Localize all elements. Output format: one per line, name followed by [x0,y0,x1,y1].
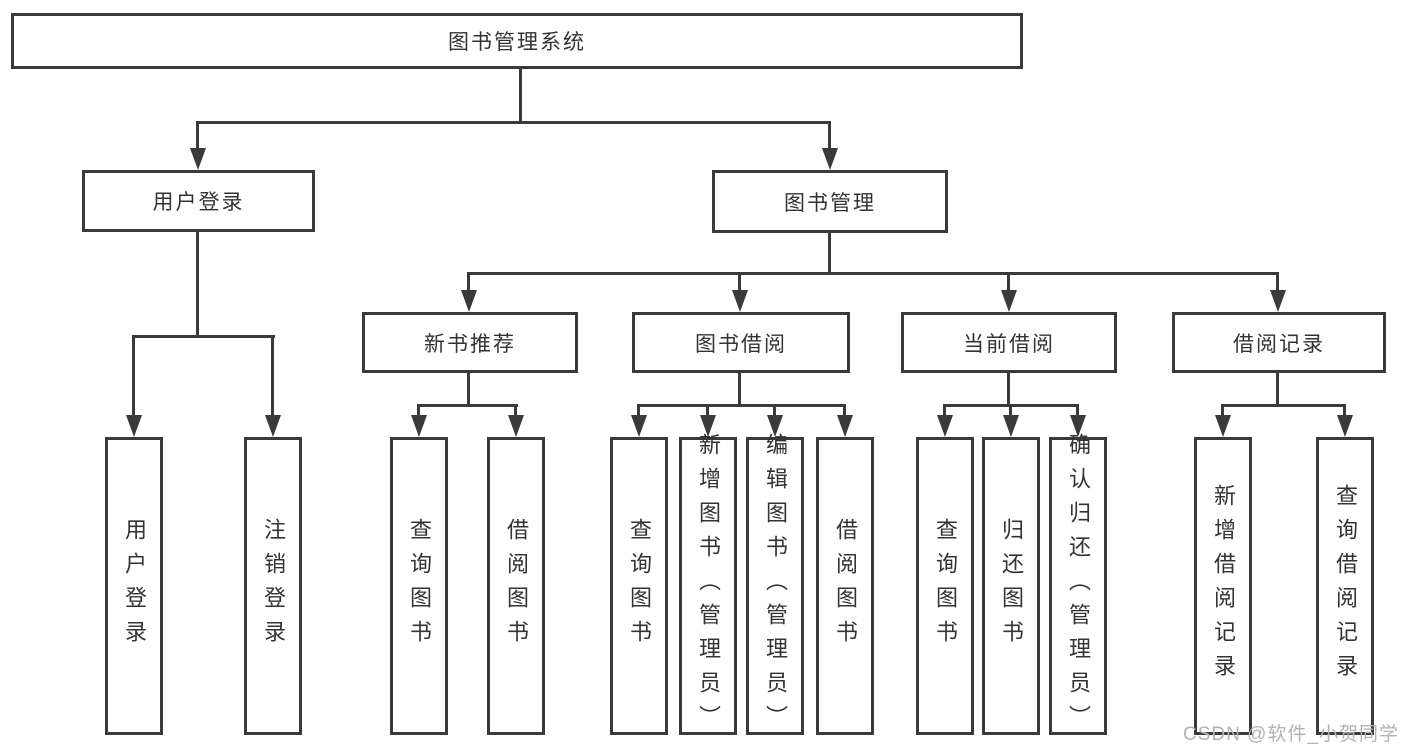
connector-line [132,335,275,338]
connector-line [417,404,420,418]
arrow-down-icon [1001,290,1017,312]
leaf-query-books-borrow: 查询图书 [610,437,668,735]
connector-line [828,121,831,150]
leaf-query-borrow-record: 查询借阅记录 [1316,437,1374,735]
node-label: 新书推荐 [424,332,516,356]
arrow-down-icon [631,415,647,437]
leaf-query-books-recommend: 查询图书 [390,437,448,735]
arrow-down-icon [508,415,524,437]
node-label: 编辑图书（管理员） [763,433,788,739]
node-label: 用户登录 [152,191,245,214]
arrow-down-icon [411,415,427,437]
connector-line [773,404,776,418]
node-label: 查询图书 [407,518,432,654]
node-label: 用户登录 [122,518,147,654]
connector-line [1009,404,1012,418]
node-label: 借阅图书 [504,518,529,654]
connector-line [828,233,831,274]
node-new-book-recommendation: 新书推荐 [362,312,578,373]
connector-line [843,404,846,418]
csdn-watermark: CSDN @软件_小贺同学 [1183,724,1399,745]
node-borrowing-records: 借阅记录 [1172,312,1386,373]
arrow-down-icon [937,415,953,437]
connector-line [637,404,846,407]
node-label: 借阅图书 [833,518,858,654]
node-label: 归还图书 [999,518,1024,654]
arrow-down-icon [1337,415,1353,437]
connector-line [417,404,518,407]
arrow-down-icon [1215,415,1231,437]
leaf-add-borrow-record: 新增借阅记录 [1194,437,1252,735]
connector-line [1007,373,1010,406]
connector-line [514,404,517,418]
node-book-management: 图书管理 [712,170,948,233]
arrow-down-icon [837,415,853,437]
connector-line [196,121,199,150]
arrow-down-icon [700,415,716,437]
arrow-down-icon [1070,415,1086,437]
node-label: 新增借阅记录 [1211,484,1236,688]
connector-line [1221,404,1346,407]
arrow-down-icon [126,415,142,437]
leaf-user-login: 用户登录 [105,437,163,735]
leaf-return-books: 归还图书 [982,437,1040,735]
connector-line [1007,272,1010,292]
connector-line [1276,373,1279,406]
node-label: 新增图书（管理员） [696,433,721,739]
connector-line [1076,404,1079,418]
node-label: 图书管理系统 [448,31,586,54]
connector-line [738,272,741,292]
node-label: 图书借阅 [695,332,787,356]
arrow-down-icon [1270,290,1286,312]
leaf-confirm-return-admin: 确认归还（管理员） [1049,433,1107,739]
node-label: 图书管理 [784,191,876,215]
node-label: 借阅记录 [1233,332,1325,356]
connector-line [706,404,709,418]
leaf-borrow-books: 借阅图书 [816,437,874,735]
connector-line [467,272,470,292]
connector-line [467,373,470,406]
node-current-borrowing: 当前借阅 [901,312,1117,373]
node-label: 查询图书 [627,518,652,654]
node-label: 当前借阅 [963,332,1055,356]
connector-line [196,232,199,337]
leaf-edit-books-admin: 编辑图书（管理员） [746,433,804,739]
arrow-down-icon [767,415,783,437]
node-label: 查询图书 [933,518,958,654]
arrow-down-icon [265,415,281,437]
connector-line [468,272,1279,275]
leaf-logout: 注销登录 [244,437,302,735]
arrow-down-icon [822,148,838,170]
node-book-borrowing: 图书借阅 [632,312,850,373]
connector-line [1221,404,1224,418]
connector-line [197,121,831,124]
connector-line [637,404,640,418]
arrow-down-icon [1003,415,1019,437]
connector-line [1276,272,1279,292]
node-label: 注销登录 [261,518,286,654]
node-library-management-system: 图书管理系统 [11,13,1023,69]
connector-line [738,373,741,406]
connector-line [943,404,946,418]
node-label: 确认归还（管理员） [1066,433,1091,739]
arrow-down-icon [732,290,748,312]
connector-line [1343,404,1346,418]
leaf-add-books-admin: 新增图书（管理员） [679,433,737,739]
leaf-query-books-current: 查询图书 [916,437,974,735]
leaf-borrow-books-recommend: 借阅图书 [487,437,545,735]
arrow-down-icon [461,290,477,312]
connector-line [132,335,135,417]
connector-line [271,335,274,417]
node-label: 查询借阅记录 [1333,484,1358,688]
node-user-login: 用户登录 [82,170,315,232]
arrow-down-icon [190,148,206,170]
connector-line [519,69,522,123]
